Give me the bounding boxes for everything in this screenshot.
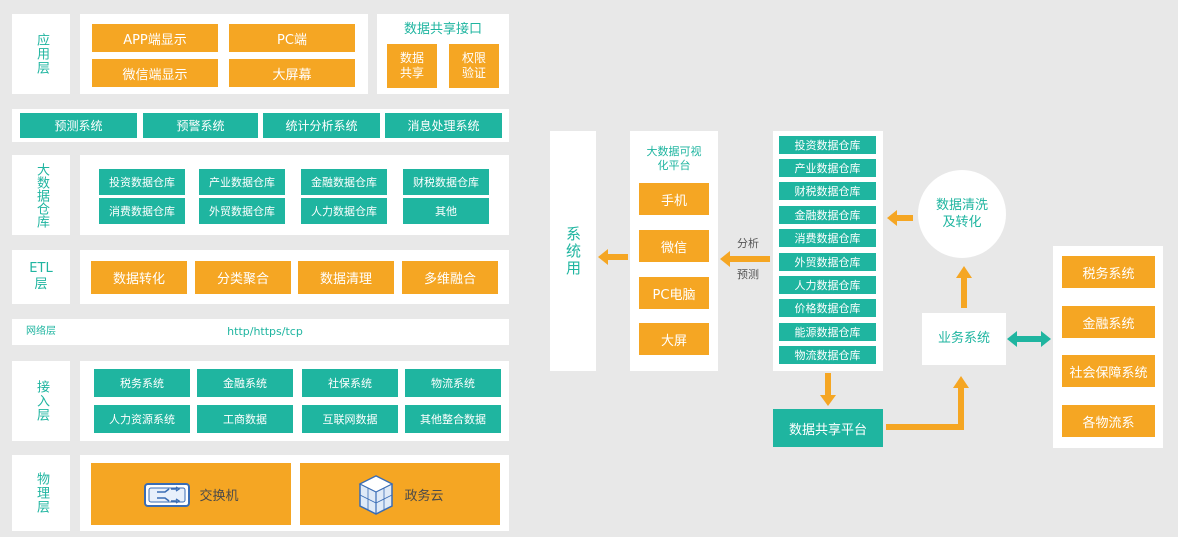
system-box-message: 消息处理系统 [385,113,502,138]
etl-layer-label-panel: ETL层 [12,250,70,304]
access-box-hr: 人力资源系统 [94,405,190,433]
rw-energy: 能源数据仓库 [779,323,876,341]
etl-layer-label-text: ETL层 [29,261,53,292]
share-box-data: 数据共享 [387,44,437,88]
ext-tax: 税务系统 [1062,256,1155,288]
rw-logistics: 物流数据仓库 [779,346,876,364]
data-share-platform: 数据共享平台 [773,409,883,447]
viz-item-bigscreen: 大屏 [639,323,709,355]
physical-layer-label: 物理层 [34,472,49,514]
arrow-business-to-cleaning [956,266,972,308]
rw-trade: 外贸数据仓库 [779,253,876,271]
warehouse-box-industry: 产业数据仓库 [199,169,285,195]
app-layer-label: 应用层 [34,33,49,75]
share-interface-title: 数据共享接口 [403,22,482,37]
ext-logistics: 各物流系 [1062,405,1155,437]
system-use-panel: 系统用 [550,131,596,371]
rw-investment: 投资数据仓库 [779,136,876,154]
warehouse-box-labor: 人力数据仓库 [301,198,387,224]
warehouse-layer-label: 大数据仓库 [34,162,49,228]
arrow-share-to-business [886,376,969,430]
cloud-label: 政务云 [404,488,444,504]
access-box-internet: 互联网数据 [302,405,398,433]
app-box-pc: PC端 [229,24,355,52]
etl-box-clean: 数据清理 [298,261,394,294]
warehouse-box-finance: 金融数据仓库 [301,169,387,195]
business-system-box: 业务系统 [922,313,1006,365]
share-box-auth: 权限验证 [449,44,499,88]
app-box-app: APP端显示 [92,24,218,52]
viz-item-wechat: 微信 [639,230,709,262]
rw-consumption: 消费数据仓库 [779,229,876,247]
physical-layer-label-panel: 物理层 [12,455,70,531]
access-box-other: 其他整合数据 [405,405,501,433]
warehouse-box-trade: 外贸数据仓库 [199,198,285,224]
network-layer-panel [12,319,509,345]
warehouse-box-other: 其他 [403,198,489,224]
rw-finance: 金融数据仓库 [779,206,876,224]
warehouse-box-investment: 投资数据仓库 [99,169,185,195]
access-box-commerce: 工商数据 [197,405,293,433]
app-box-bigscreen: 大屏幕 [229,59,355,87]
etl-layer-label: ETL层 [12,250,70,304]
system-box-warning: 预警系统 [143,113,258,138]
etl-box-fusion: 多维融合 [402,261,498,294]
warehouse-layer-label-panel: 大数据仓库 [12,155,70,235]
etl-box-aggregate: 分类聚合 [195,261,291,294]
system-box-statistics: 统计分析系统 [263,113,380,138]
ext-social: 社会保障系统 [1062,355,1155,387]
access-layer-label: 接入层 [34,380,49,422]
rw-labor: 人力数据仓库 [779,276,876,294]
switch-box: 交换机 [91,463,291,525]
cloud-server-icon [359,475,394,515]
arrow-business-ext-bidirectional [1007,331,1051,347]
data-cleaning-circle: 数据清洗及转化 [918,170,1006,258]
access-box-social: 社保系统 [302,369,398,397]
access-box-finance: 金融系统 [197,369,293,397]
network-protocol: http/https/tcp [227,325,303,338]
viz-platform-title: 大数据可视化平台 [646,145,702,172]
system-use-label: 系统用 [564,225,582,277]
switch-icon [144,483,191,507]
rw-tax: 财税数据仓库 [779,182,876,200]
warehouse-box-tax: 财税数据仓库 [403,169,489,195]
ext-finance: 金融系统 [1062,306,1155,338]
etl-box-transform: 数据转化 [91,261,187,294]
switch-label: 交换机 [199,488,239,504]
warehouse-box-consumption: 消费数据仓库 [99,198,185,224]
system-box-predict: 预测系统 [20,113,137,138]
access-box-logistics: 物流系统 [405,369,501,397]
app-layer-label-panel: 应用层 [12,14,70,94]
arrow-cleaning-to-warehouse [887,210,913,226]
viz-item-pc: PC电脑 [639,277,709,309]
arrow-warehouse-to-share [820,373,836,406]
network-layer-label: 网络层 [26,326,56,337]
data-cleaning-label: 数据清洗及转化 [935,198,988,230]
rw-price: 价格数据仓库 [779,299,876,317]
rw-industry: 产业数据仓库 [779,159,876,177]
arrow-viz-to-system [598,249,628,265]
arrow-warehouse-to-viz [720,251,770,267]
app-box-wechat: 微信端显示 [92,59,218,87]
access-box-tax: 税务系统 [94,369,190,397]
access-layer-label-panel: 接入层 [12,361,70,441]
edge-label-predict: 预测 [737,268,759,281]
cloud-box: 政务云 [300,463,500,525]
edge-label-analysis: 分析 [737,237,759,250]
viz-item-phone: 手机 [639,183,709,215]
